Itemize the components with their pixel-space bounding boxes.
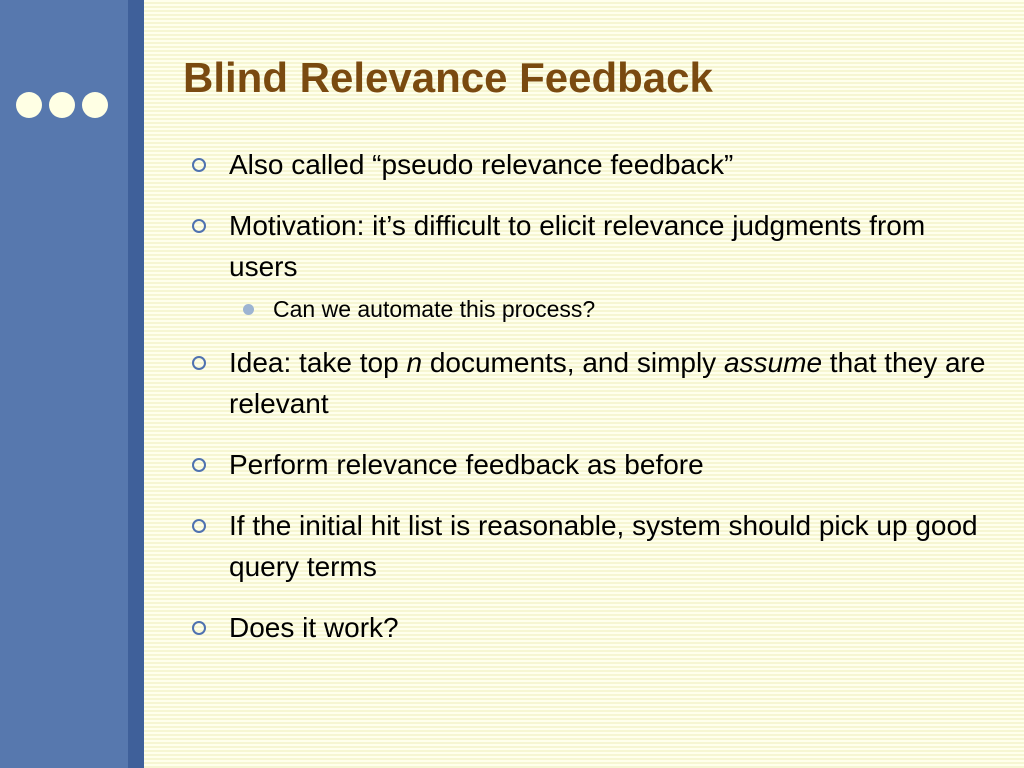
dot-icon [16,92,42,118]
emphasis-n: n [406,347,423,378]
hollow-circle-bullet-icon [192,458,206,472]
bullet-text: Motivation: it’s difficult to elicit rel… [229,210,926,282]
bullet-text-part: documents, and simply [422,347,724,378]
bullet-text: Idea: take top n documents, and simply a… [229,347,985,419]
three-dots-icon [16,92,108,118]
bullet-item: Also called “pseudo relevance feedback” [190,144,990,185]
bullet-item: Does it work? [190,607,990,648]
sub-bullet-text: Can we automate this process? [273,296,596,322]
bullet-text: Also called “pseudo relevance feedback” [229,149,734,180]
dot-icon [49,92,75,118]
bullet-text: Does it work? [229,612,399,643]
sidebar-stripe [128,0,144,768]
hollow-circle-bullet-icon [192,519,206,533]
sidebar-band [0,0,128,768]
bullet-list: Also called “pseudo relevance feedback” … [190,144,990,668]
hollow-circle-bullet-icon [192,219,206,233]
bullet-item: Perform relevance feedback as before [190,444,990,485]
hollow-circle-bullet-icon [192,356,206,370]
bullet-text-part: Idea: take top [229,347,407,378]
bullet-item: Idea: take top n documents, and simply a… [190,342,990,424]
hollow-circle-bullet-icon [192,158,206,172]
sub-bullet-item: Can we automate this process? [190,293,990,325]
emphasis-assume: assume [723,347,823,378]
slide-title: Blind Relevance Feedback [183,54,713,101]
bullet-item: If the initial hit list is reasonable, s… [190,505,990,587]
bullet-text: Perform relevance feedback as before [229,449,704,480]
filled-circle-bullet-icon [243,304,254,315]
bullet-item: Motivation: it’s difficult to elicit rel… [190,205,990,287]
dot-icon [82,92,108,118]
hollow-circle-bullet-icon [192,621,206,635]
bullet-text: If the initial hit list is reasonable, s… [229,510,978,582]
bullet-text-part: that they are relevant [229,347,986,419]
